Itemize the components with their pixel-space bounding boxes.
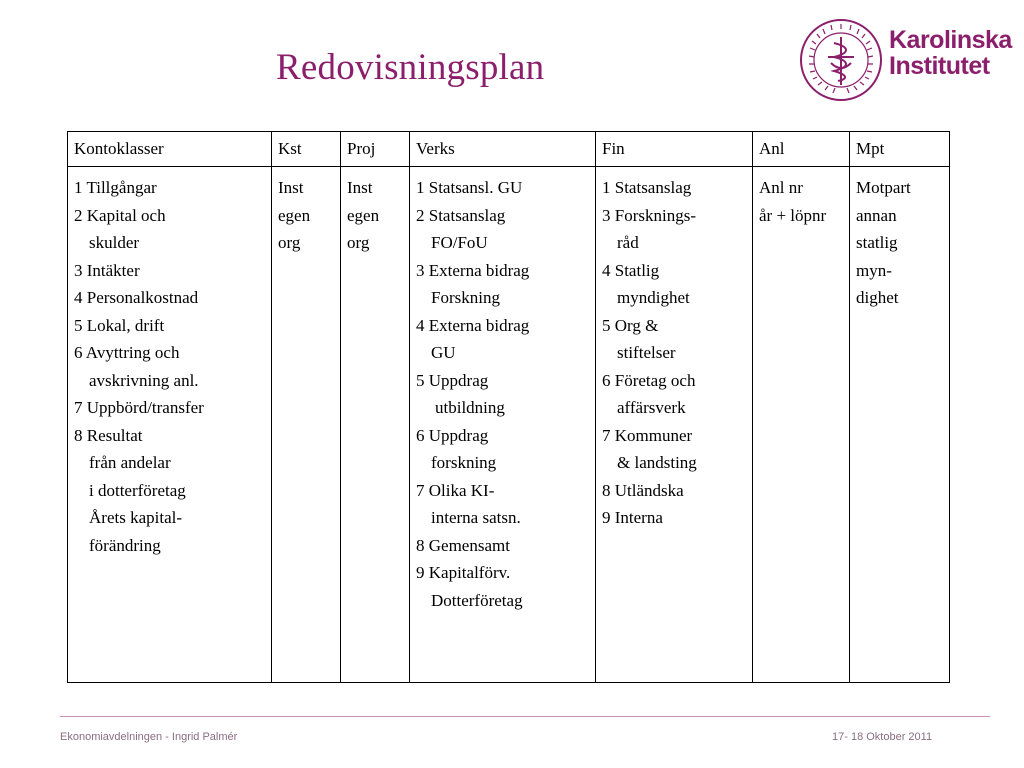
list-item: 6 Avyttring och [74, 343, 180, 362]
cell-fin: 1 Statsanslag 3 Forsknings- råd 4 Statli… [595, 166, 753, 683]
list-item: 4 Statlig [602, 260, 660, 280]
list-item: år + löpnr [759, 205, 827, 225]
list-item: & landsting [617, 453, 697, 472]
list-item: affärsverk [617, 398, 686, 417]
list-item: 5 Org & [602, 315, 659, 335]
slide-title: Redovisningsplan [276, 47, 545, 88]
list-item: 7 Kommuner [602, 425, 693, 445]
logo-name-line2: Institutet [889, 52, 990, 80]
footer-date: 17- 18 Oktober 2011 [832, 731, 933, 743]
list-item: 1 Statsansl. GU [416, 178, 523, 197]
list-item: egen [347, 205, 380, 225]
list-item: FO/FoU [431, 233, 488, 252]
list-item: 8 Gemensamt [416, 535, 510, 555]
table-row: 1 Tillgångar 2 Kapital och skulder 3 Int… [67, 166, 950, 683]
list-item: 8 Utländska [602, 480, 684, 500]
list-item: Inst [347, 178, 373, 197]
list-item: i dotterföretag [89, 480, 186, 500]
list-item: org [347, 233, 370, 252]
list-item: 3 Intäkter [74, 260, 140, 280]
list-item: 9 Kapitalförv. [416, 563, 511, 582]
list-item: skulder [89, 233, 140, 252]
seal-icon [800, 19, 882, 101]
accounting-plan-table: Kontoklasser Kst Proj Verks Fin Anl Mpt … [67, 131, 950, 683]
header-mpt: Mpt [849, 131, 950, 167]
cell-kontoklasser: 1 Tillgångar 2 Kapital och skulder 3 Int… [67, 166, 272, 683]
list-item: 7 Uppbörd/transfer [74, 398, 204, 417]
logo-name-line1: Karolinska [889, 26, 1012, 54]
list-item: 3 Externa bidrag [416, 260, 530, 280]
list-item: Inst [278, 178, 304, 197]
cell-mpt: Motpart annan statlig myn- dighet [849, 166, 950, 683]
header-verks: Verks [409, 131, 596, 167]
header-kst: Kst [271, 131, 341, 167]
list-item: förändring [89, 535, 161, 555]
karolinska-logo: Karolinska Institutet [798, 17, 1012, 103]
list-item: 2 Statsanslag [416, 205, 506, 225]
list-item: myndighet [617, 288, 690, 307]
list-item: dighet [856, 288, 899, 307]
table-header-row: Kontoklasser Kst Proj Verks Fin Anl Mpt [67, 131, 950, 167]
list-item: 2 Kapital och [74, 205, 166, 225]
list-item: Motpart [856, 178, 911, 197]
list-item: 6 Uppdrag [416, 425, 489, 445]
header-kontoklasser: Kontoklasser [67, 131, 272, 167]
list-item: stiftelser [617, 343, 676, 362]
list-item: 8 Resultat [74, 425, 143, 445]
list-item: org [278, 233, 301, 252]
list-item: GU [431, 343, 456, 362]
list-item: forskning [431, 453, 497, 472]
list-item: 7 Olika KI- [416, 480, 495, 500]
list-item: 5 Lokal, drift [74, 315, 165, 335]
list-item: Forskning [431, 288, 500, 307]
header-anl: Anl [752, 131, 850, 167]
list-item: 4 Personalkostnad [74, 288, 199, 307]
list-item: egen [278, 205, 311, 225]
list-item: avskrivning anl. [89, 370, 199, 390]
list-item: Anl nr [759, 178, 803, 197]
list-item: 5 Uppdrag [416, 370, 489, 390]
list-item: myn- [856, 260, 892, 280]
cell-kst: Inst egen org [271, 166, 341, 683]
list-item: statlig [856, 233, 898, 252]
list-item: från andelar [89, 453, 171, 472]
cell-verks: 1 Statsansl. GU 2 Statsanslag FO/FoU 3 E… [409, 166, 596, 683]
cell-proj: Inst egen org [340, 166, 410, 683]
list-item: annan [856, 205, 897, 225]
footer-author: Ekonomiavdelningen - Ingrid Palmér [60, 731, 238, 743]
header-fin: Fin [595, 131, 753, 167]
list-item: 9 Interna [602, 508, 663, 527]
list-item: råd [617, 233, 639, 252]
header-proj: Proj [340, 131, 410, 167]
list-item: 6 Företag och [602, 370, 696, 390]
list-item: 4 Externa bidrag [416, 315, 530, 335]
list-item: Dotterföretag [431, 590, 523, 610]
cell-anl: Anl nr år + löpnr [752, 166, 850, 683]
footer-divider [60, 716, 990, 717]
list-item: 1 Tillgångar [74, 178, 157, 197]
list-item: 3 Forsknings- [602, 205, 696, 225]
list-item: 1 Statsanslag [602, 178, 692, 197]
list-item: Årets kapital- [89, 508, 182, 527]
list-item: interna satsn. [431, 508, 521, 527]
list-item: utbildning [435, 398, 505, 417]
